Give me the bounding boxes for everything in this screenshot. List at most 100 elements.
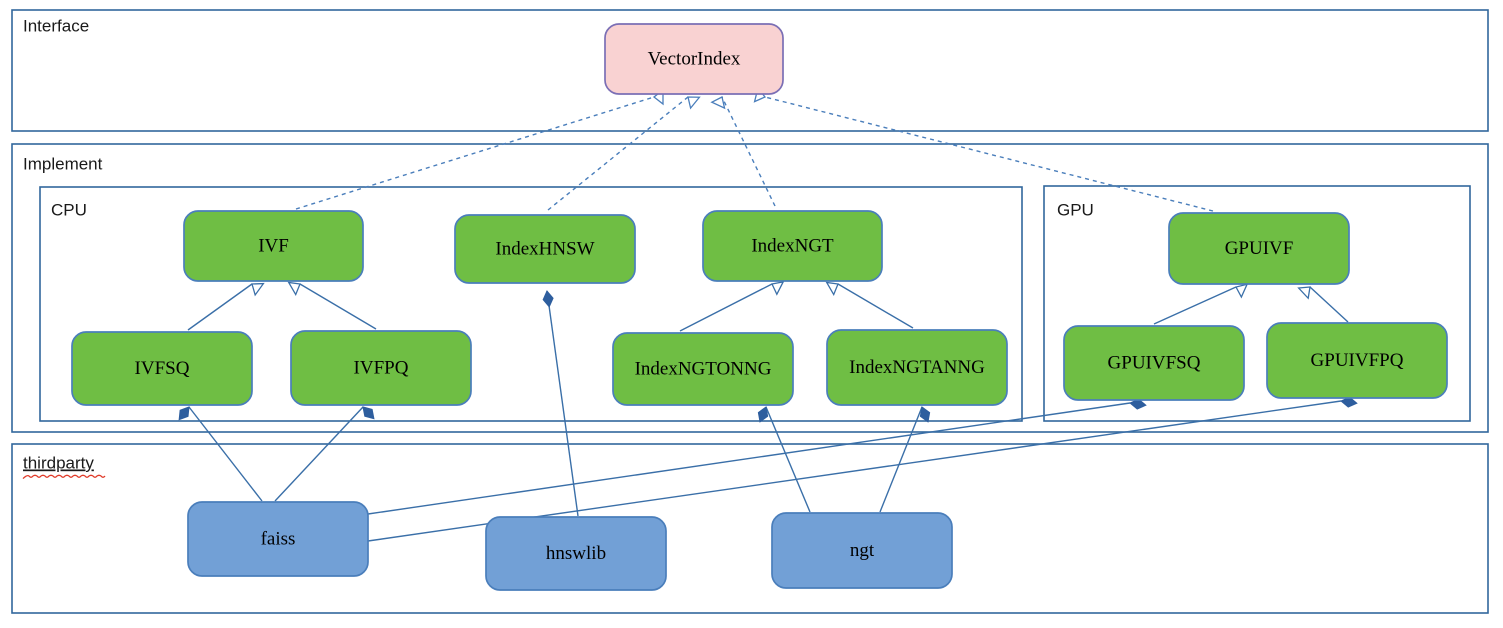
edge-faiss-composes-gpuivfsq bbox=[367, 398, 1147, 515]
edge-head-faiss-composes-ivfsq bbox=[178, 406, 190, 421]
frame-label-cpu: CPU bbox=[51, 200, 87, 219]
node-label-faiss: faiss bbox=[261, 528, 296, 549]
edge-hnswlib-composes-indexhnsw bbox=[542, 290, 579, 517]
edge-ngt-composes-ngtonng bbox=[757, 406, 811, 513]
edge-line-ivf-implements-vectorindex bbox=[295, 96, 655, 210]
node-box-gpuivfpq[interactable] bbox=[1266, 322, 1448, 399]
node-indexhnsw[interactable]: IndexHNSW bbox=[454, 214, 636, 284]
node-ngt[interactable]: ngt bbox=[771, 512, 953, 589]
edge-ngtonng-extends-ngtindex bbox=[679, 280, 785, 332]
edge-head-gpuivfsq-extends-gpuivf bbox=[1235, 283, 1249, 299]
node-ivfpq[interactable]: IVFPQ bbox=[290, 330, 472, 406]
edge-line-faiss-composes-gpuivfsq bbox=[367, 402, 1131, 515]
edge-gpuivf-implements-vectorindex bbox=[753, 86, 1214, 212]
node-label-ngt: ngt bbox=[850, 540, 875, 561]
edges-layer bbox=[178, 86, 1358, 542]
frame-label-gpu: GPU bbox=[1057, 200, 1094, 219]
edge-faiss-composes-ivfsq bbox=[178, 406, 263, 502]
node-faiss[interactable]: faiss bbox=[187, 501, 369, 577]
edge-line-ngtanng-extends-ngtindex bbox=[837, 283, 914, 329]
edge-line-gpuivf-implements-vectorindex bbox=[764, 96, 1214, 212]
edge-ivf-implements-vectorindex bbox=[295, 88, 664, 210]
frame-border-gpu bbox=[1043, 185, 1471, 422]
node-hnswlib[interactable]: hnswlib bbox=[485, 516, 667, 591]
node-box-gpuivfsq[interactable] bbox=[1063, 325, 1245, 401]
edge-ngt-composes-ngtanng bbox=[879, 406, 931, 513]
node-box-vectorindex[interactable] bbox=[604, 23, 784, 95]
edge-ngtanng-extends-ngtindex bbox=[825, 281, 914, 329]
edge-ngtindex-implements-vectorindex bbox=[710, 96, 776, 207]
frame-label-implement: Implement bbox=[23, 154, 103, 173]
frame-interface: Interface bbox=[11, 9, 1489, 132]
edge-line-faiss-composes-ivfsq bbox=[188, 406, 263, 502]
node-label-gpuivfsq: GPUIVFSQ bbox=[1108, 352, 1201, 373]
node-box-indexngtonng[interactable] bbox=[612, 332, 794, 406]
node-ivfsq[interactable]: IVFSQ bbox=[71, 331, 253, 406]
edge-head-ivfpq-extends-ivf bbox=[287, 281, 301, 297]
edge-head-hnsw-implements-vectorindex bbox=[687, 96, 701, 110]
node-box-indexhnsw[interactable] bbox=[454, 214, 636, 284]
frame-border-interface bbox=[11, 9, 1489, 132]
node-label-indexngt: IndexNGT bbox=[751, 235, 834, 256]
frame-border-implement bbox=[11, 143, 1489, 433]
node-indexngt[interactable]: IndexNGT bbox=[702, 210, 883, 282]
node-box-gpuivf[interactable] bbox=[1168, 212, 1350, 285]
node-label-gpuivf: GPUIVF bbox=[1225, 238, 1294, 259]
node-box-hnswlib[interactable] bbox=[485, 516, 667, 591]
edge-line-ivfsq-extends-ivf bbox=[187, 283, 253, 331]
edge-hnsw-implements-vectorindex bbox=[547, 96, 701, 211]
edge-line-gpuivfsq-extends-gpuivf bbox=[1153, 286, 1237, 325]
edge-line-faiss-composes-ivfpq bbox=[274, 406, 364, 502]
frame-label-thirdparty: thirdparty bbox=[23, 453, 94, 472]
node-vectorindex[interactable]: VectorIndex bbox=[604, 23, 784, 95]
node-box-ivf[interactable] bbox=[183, 210, 364, 282]
edge-line-gpuivfpq-extends-gpuivf bbox=[1309, 286, 1349, 323]
edge-head-gpuivfpq-extends-gpuivf bbox=[1297, 286, 1311, 300]
node-label-indexngtanng: IndexNGTANNG bbox=[849, 357, 985, 378]
node-indexngtonng[interactable]: IndexNGTONNG bbox=[612, 332, 794, 406]
edge-ivfpq-extends-ivf bbox=[287, 281, 377, 330]
frame-thirdparty: thirdparty bbox=[11, 443, 1489, 614]
edge-line-ivfpq-extends-ivf bbox=[299, 283, 377, 330]
frame-border-thirdparty bbox=[11, 443, 1489, 614]
edge-line-ngtonng-extends-ngtindex bbox=[679, 283, 773, 332]
edge-ivfsq-extends-ivf bbox=[187, 282, 265, 331]
edge-line-hnsw-implements-vectorindex bbox=[547, 96, 689, 211]
edge-head-faiss-composes-ivfpq bbox=[362, 406, 375, 420]
node-label-ivf: IVF bbox=[258, 235, 289, 256]
node-label-ivfpq: IVFPQ bbox=[354, 357, 409, 378]
node-box-ivfsq[interactable] bbox=[71, 331, 253, 406]
frame-gpu: GPU bbox=[1043, 185, 1471, 422]
edge-head-hnswlib-composes-indexhnsw bbox=[542, 290, 554, 308]
frame-implement: Implement bbox=[11, 143, 1489, 433]
edge-gpuivfpq-extends-gpuivf bbox=[1297, 286, 1349, 323]
node-box-ivfpq[interactable] bbox=[290, 330, 472, 406]
edge-line-ngtindex-implements-vectorindex bbox=[721, 96, 776, 207]
node-gpuivfpq[interactable]: GPUIVFPQ bbox=[1266, 322, 1448, 399]
node-gpuivfsq[interactable]: GPUIVFSQ bbox=[1063, 325, 1245, 401]
edge-head-ngtindex-implements-vectorindex bbox=[710, 96, 726, 110]
edge-head-ngt-composes-ngtanng bbox=[919, 406, 931, 423]
node-ivf[interactable]: IVF bbox=[183, 210, 364, 282]
node-box-faiss[interactable] bbox=[187, 501, 369, 577]
node-indexngtanng[interactable]: IndexNGTANNG bbox=[826, 329, 1008, 406]
node-box-ngt[interactable] bbox=[771, 512, 953, 589]
edge-line-ngt-composes-ngtonng bbox=[765, 406, 811, 513]
node-label-indexngtonng: IndexNGTONNG bbox=[635, 358, 772, 379]
frame-border-cpu bbox=[39, 186, 1023, 422]
node-label-gpuivfpq: GPUIVFPQ bbox=[1311, 350, 1404, 371]
edge-gpuivfsq-extends-gpuivf bbox=[1153, 283, 1249, 325]
edge-head-ivfsq-extends-ivf bbox=[251, 282, 265, 297]
node-gpuivf[interactable]: GPUIVF bbox=[1168, 212, 1350, 285]
node-label-indexhnsw: IndexHNSW bbox=[495, 238, 594, 259]
edge-line-hnswlib-composes-indexhnsw bbox=[546, 290, 579, 517]
node-box-indexngtanng[interactable] bbox=[826, 329, 1008, 406]
edge-faiss-composes-ivfpq bbox=[274, 406, 375, 502]
node-box-indexngt[interactable] bbox=[702, 210, 883, 282]
spellcheck-squiggle-thirdparty bbox=[22, 474, 106, 480]
node-label-ivfsq: IVFSQ bbox=[135, 358, 190, 379]
